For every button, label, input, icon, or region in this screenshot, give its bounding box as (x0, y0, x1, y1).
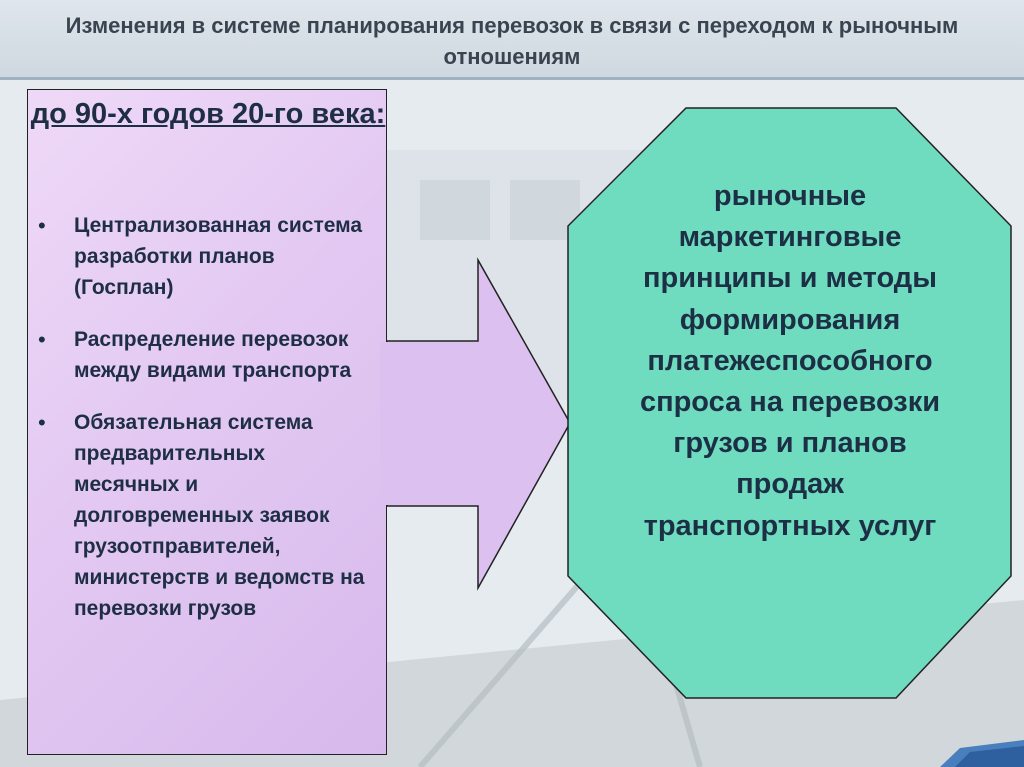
list-item-text: Централизованная система разработки план… (74, 214, 363, 299)
bullet-dot-icon: • (38, 213, 46, 238)
title-bar: Изменения в системе планирования перевоз… (0, 0, 1024, 80)
transition-arrow (380, 257, 571, 591)
before-90s-list: • Централизованная система разработки пл… (28, 210, 374, 645)
slide-title: Изменения в системе планирования перевоз… (65, 13, 959, 69)
bullet-dot-icon: • (38, 327, 46, 352)
list-item: • Распределение перевозок между видами т… (28, 324, 374, 386)
bullet-dot-icon: • (38, 410, 46, 435)
market-principles-octagon (567, 107, 1012, 699)
list-item: • Обязательная система предварительных м… (28, 407, 374, 624)
list-item-text: Распределение перевозок между видами тра… (74, 328, 352, 382)
list-item-text: Обязательная система предварительных мес… (74, 411, 365, 620)
before-90s-panel: до 90-х годов 20-го века: • Централизова… (27, 89, 387, 755)
list-item: • Централизованная система разработки пл… (28, 210, 374, 303)
corner-decoration (940, 740, 1024, 767)
before-90s-heading: до 90-х годов 20-го века: (30, 98, 386, 130)
market-principles-text: рыночные маркетинговые принципы и методы… (639, 180, 941, 542)
